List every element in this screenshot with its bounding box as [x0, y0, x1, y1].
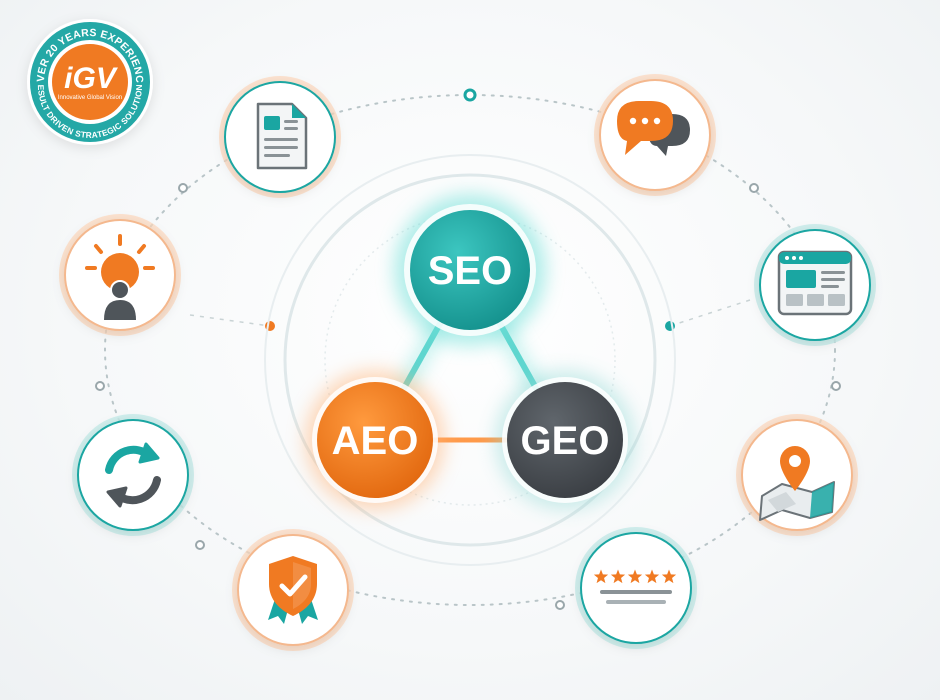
spoke-lines	[189, 299, 751, 327]
bubble-map-pin[interactable]	[736, 414, 858, 536]
bubble-document[interactable]	[219, 76, 341, 198]
star-icon	[610, 569, 626, 584]
hub-seo-label: SEO	[428, 249, 512, 293]
star-icon	[627, 569, 643, 584]
hub-geo-label: GEO	[521, 419, 610, 463]
star-icon	[593, 569, 609, 584]
logo-tagline: Innovative Global Vision	[58, 95, 122, 101]
document-icon	[256, 102, 308, 170]
map-pin-icon	[759, 446, 835, 521]
bubble-refresh[interactable]	[72, 414, 194, 536]
star-icon	[644, 569, 660, 584]
lightbulb-user-icon	[85, 234, 155, 320]
outer-orbit	[104, 94, 836, 606]
star-review-icon	[593, 569, 677, 584]
bubble-star-review[interactable]	[575, 527, 697, 649]
center-rings	[264, 154, 676, 566]
orbit-nodes	[95, 88, 841, 610]
bubble-web-layout[interactable]	[754, 224, 876, 346]
chat-bubbles-icon	[617, 101, 690, 156]
refresh-icon	[105, 442, 161, 508]
hub-geo[interactable]: GEO	[495, 370, 635, 510]
bubble-shield-badge[interactable]	[232, 529, 354, 651]
bubble-lightbulb-user[interactable]	[59, 214, 181, 336]
shield-badge-icon	[268, 556, 318, 624]
web-layout-icon	[777, 250, 853, 316]
logo-brand: iGV	[64, 62, 119, 95]
bubble-chat[interactable]	[594, 74, 716, 196]
hub-seo[interactable]: SEO	[394, 194, 546, 346]
star-icon	[661, 569, 677, 584]
hub-aeo[interactable]: AEO	[305, 370, 445, 510]
hub-aeo-label: AEO	[332, 419, 419, 463]
